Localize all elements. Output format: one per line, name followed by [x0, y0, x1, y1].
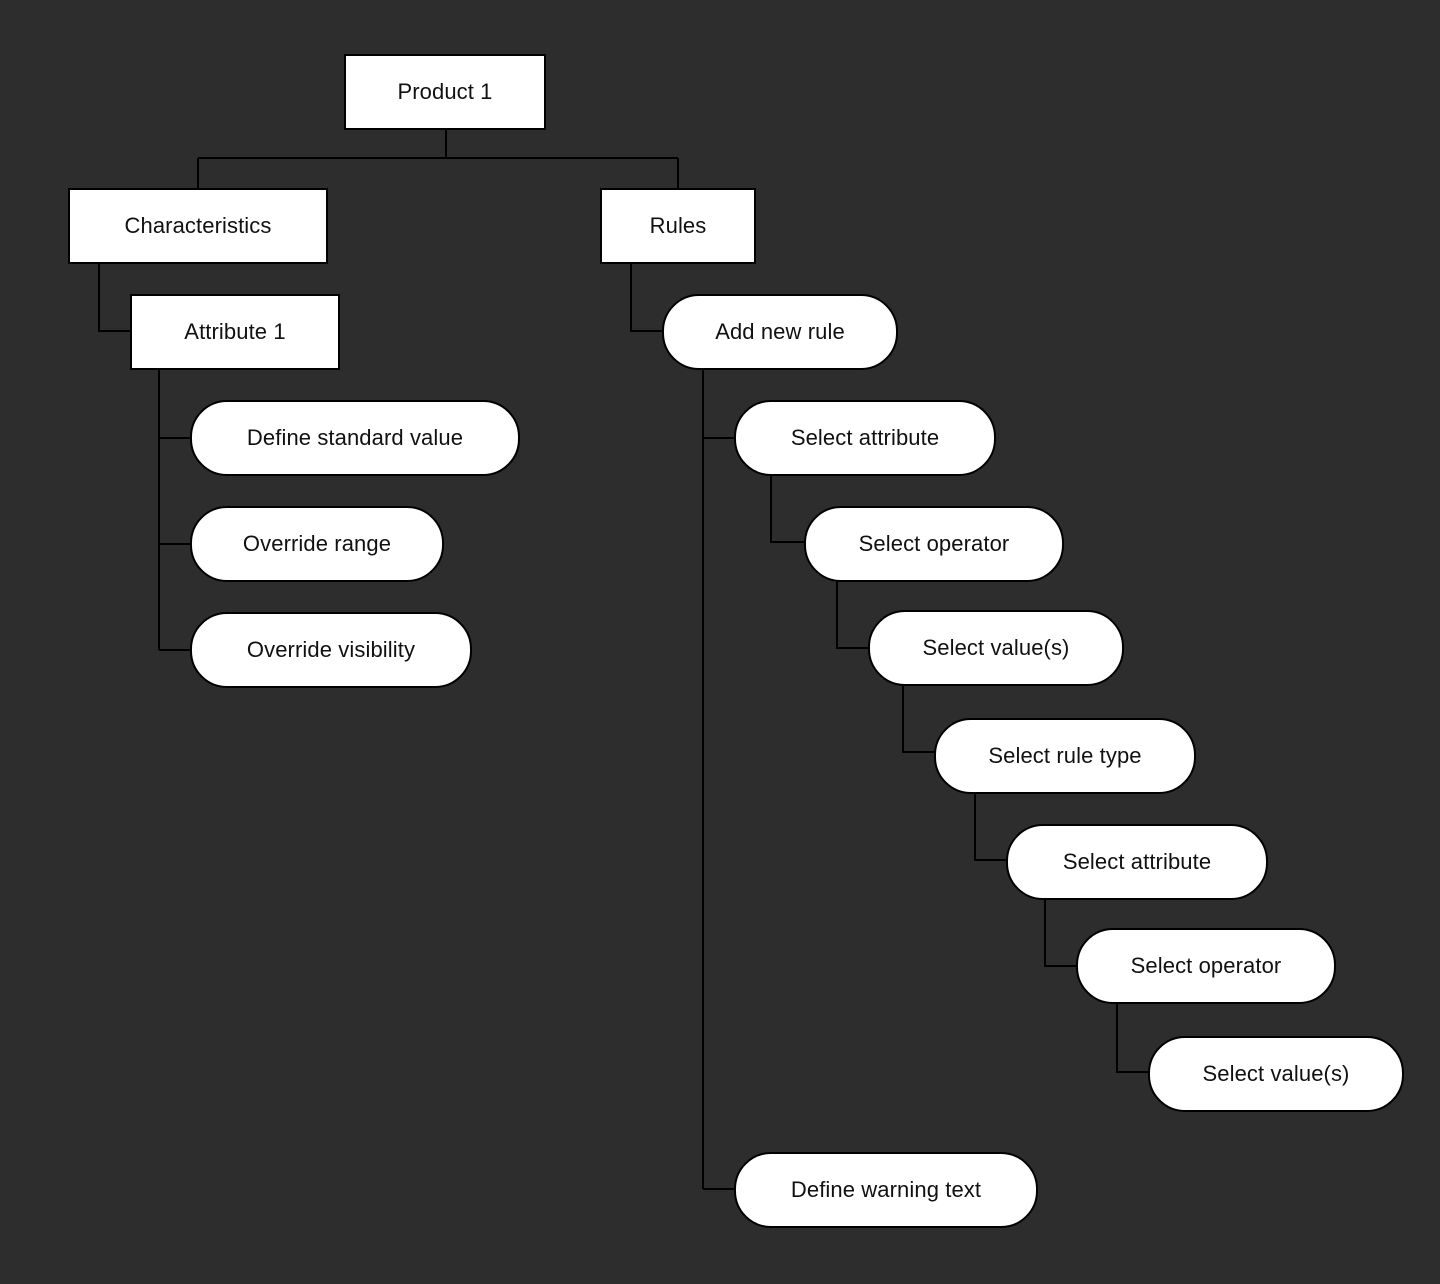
node-rules: Rules [600, 188, 756, 264]
connector-steps [770, 475, 1149, 1073]
node-product: Product 1 [344, 54, 546, 130]
connector-root [197, 129, 679, 189]
connector-add-rule [702, 369, 735, 1190]
connector-attribute [158, 369, 191, 651]
node-select-attribute: Select attribute [734, 400, 996, 476]
node-select-operator: Select operator [804, 506, 1064, 582]
node-select-rule-type: Select rule type [934, 718, 1196, 794]
node-select-attribute-2: Select attribute [1006, 824, 1268, 900]
node-override-visibility: Override visibility [190, 612, 472, 688]
node-add-new-rule: Add new rule [662, 294, 898, 370]
node-override-range: Override range [190, 506, 444, 582]
node-select-values: Select value(s) [868, 610, 1124, 686]
node-attribute: Attribute 1 [130, 294, 340, 370]
node-define-standard-value: Define standard value [190, 400, 520, 476]
node-define-warning-text: Define warning text [734, 1152, 1038, 1228]
node-characteristics: Characteristics [68, 188, 328, 264]
node-select-operator-2: Select operator [1076, 928, 1336, 1004]
node-select-values-2: Select value(s) [1148, 1036, 1404, 1112]
connector-characteristics [98, 263, 131, 332]
connector-rules [630, 263, 663, 332]
